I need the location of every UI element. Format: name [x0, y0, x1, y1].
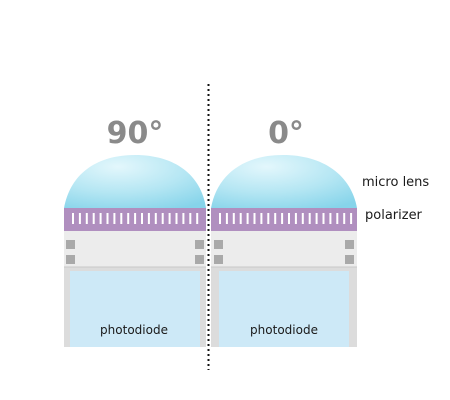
polarizer-slit — [260, 213, 263, 224]
polarizer-slit — [308, 213, 311, 224]
polarizer-slit — [168, 213, 171, 224]
polarizer-slits-left — [72, 213, 199, 224]
polarizer-slit — [253, 213, 256, 224]
polarizer-slit — [301, 213, 304, 224]
polarizer-slit — [175, 213, 178, 224]
polarizer-slit — [343, 213, 346, 224]
polarizer-slit — [288, 213, 290, 224]
polarizer-slit — [182, 213, 185, 224]
polarizer-slit — [232, 213, 235, 224]
polarizer-slit — [189, 213, 192, 224]
polarizer-slit — [196, 213, 199, 224]
frame-band-right — [211, 231, 357, 267]
polarizer-slit — [246, 213, 249, 224]
polarizer-slit — [350, 213, 353, 224]
polarizer-slit — [161, 213, 164, 224]
polarizer-slit — [322, 213, 325, 224]
angle-label-right: 0° — [268, 116, 304, 151]
frame-square — [195, 255, 204, 264]
frame-square — [195, 240, 204, 249]
pixel-right: 0° photodiode — [211, 116, 357, 347]
polarizer-slit — [78, 213, 81, 224]
micro-lens-right — [211, 155, 357, 208]
pixel-left: 90° photodiode — [64, 116, 206, 347]
frame-square — [66, 240, 75, 249]
polarizer-slit — [219, 213, 221, 224]
micro-lens-left — [64, 155, 206, 208]
polarizer-slits-right — [219, 213, 353, 224]
polarizer-slit — [225, 213, 228, 224]
polarizer-slit — [267, 213, 270, 224]
polarizer-slit — [294, 213, 297, 224]
photodiode-label-right: photodiode — [250, 323, 318, 337]
polarizer-slit — [127, 213, 130, 224]
polarizer-slit — [141, 213, 143, 224]
polarizer-slit — [281, 213, 284, 224]
micro-lens-label: micro lens — [362, 175, 429, 190]
polarizer-slit — [239, 213, 242, 224]
polarizer-slit — [85, 213, 88, 224]
polarizer-slit — [120, 213, 123, 224]
polarizer-slit — [274, 213, 277, 224]
polarizer-slit — [336, 213, 339, 224]
photodiode-right — [219, 271, 349, 347]
frame-square — [345, 240, 354, 249]
angle-label-left: 90° — [107, 116, 164, 151]
polarizer-slit — [134, 213, 137, 224]
frame-square — [214, 255, 223, 264]
polarizer-label: polarizer — [365, 208, 423, 223]
polarizer-slit — [329, 213, 332, 224]
frame-square — [345, 255, 354, 264]
polarizer-slit — [113, 213, 116, 224]
polarizer-slit — [315, 213, 318, 224]
polarizer-slit — [147, 213, 150, 224]
photodiode-left — [70, 271, 200, 347]
polarizer-slit — [106, 213, 109, 224]
frame-square — [214, 240, 223, 249]
polarizer-slit — [99, 213, 102, 224]
polarizer-slit — [72, 213, 74, 224]
polarizer-slit — [154, 213, 157, 224]
frame-band-left — [64, 231, 206, 267]
frame-square — [66, 255, 75, 264]
polarizer-slit — [92, 213, 95, 224]
photodiode-label-left: photodiode — [100, 323, 168, 337]
